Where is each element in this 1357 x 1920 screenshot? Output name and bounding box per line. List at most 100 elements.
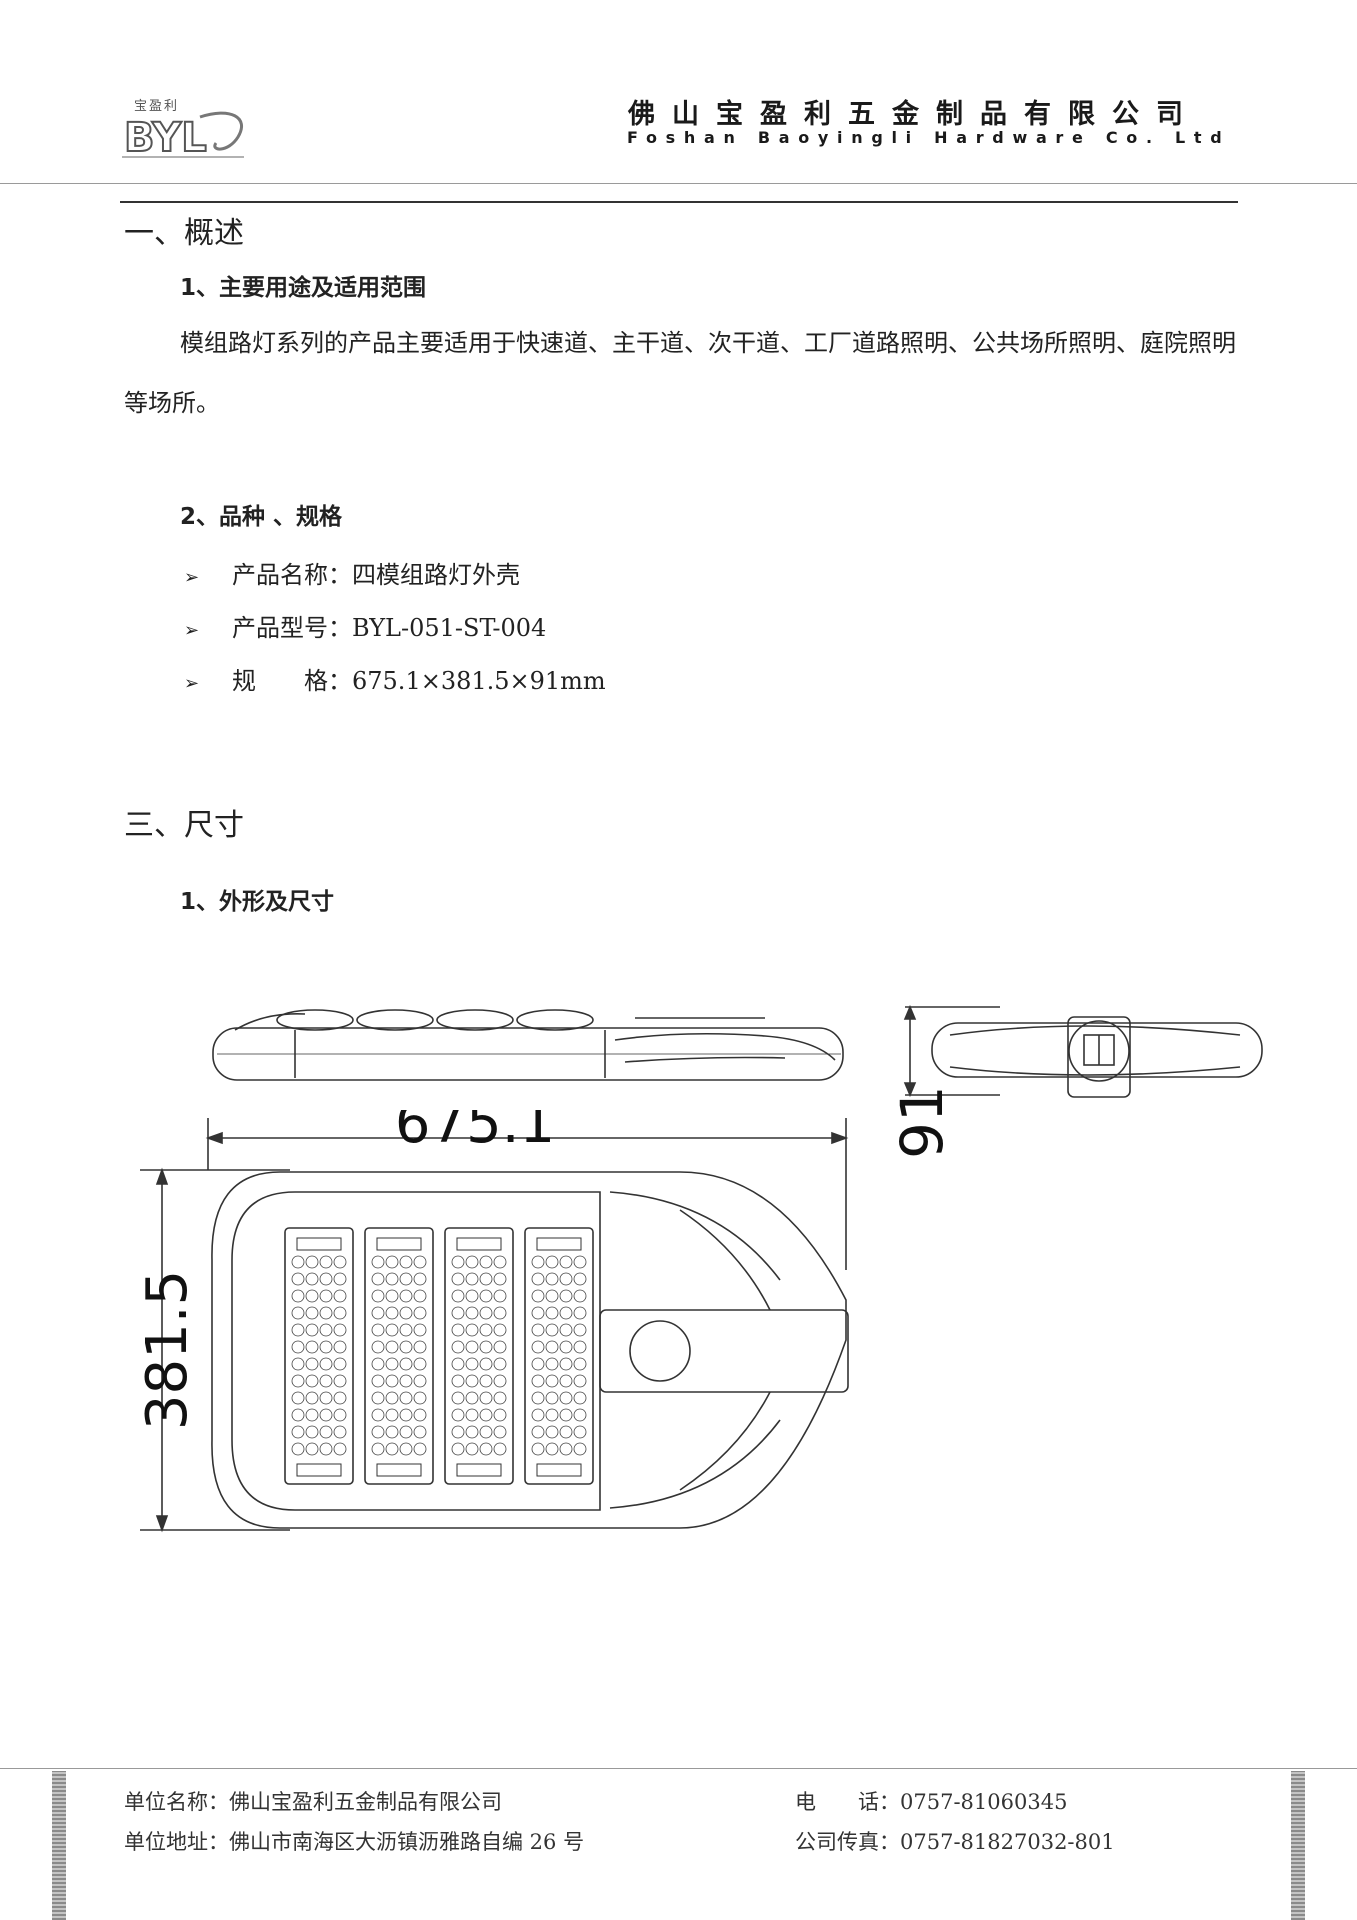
logo-small-text: 宝盈利 <box>134 99 180 114</box>
led-lens <box>465 1374 479 1388</box>
led-lens <box>413 1391 427 1405</box>
led-lens <box>385 1340 399 1354</box>
led-lens <box>531 1255 545 1269</box>
led-lens <box>385 1442 399 1456</box>
led-lens <box>371 1306 385 1320</box>
led-lens <box>451 1306 465 1320</box>
footer-company: 单位名称：佛山宝盈利五金制品有限公司 <box>124 1786 502 1816</box>
led-lens <box>305 1357 319 1371</box>
led-lens <box>573 1289 587 1303</box>
led-lens <box>291 1272 305 1286</box>
spec-label: 产品名称： <box>232 561 352 589</box>
led-lens <box>479 1391 493 1405</box>
led-lens <box>559 1425 573 1439</box>
led-lens <box>333 1408 347 1422</box>
led-lens <box>559 1340 573 1354</box>
led-lens <box>333 1323 347 1337</box>
led-lens <box>291 1408 305 1422</box>
footer-address: 单位地址：佛山市南海区大沥镇沥雅路自编 26 号 <box>124 1826 584 1856</box>
led-lens <box>451 1357 465 1371</box>
led-lens <box>531 1340 545 1354</box>
led-lens <box>319 1374 333 1388</box>
led-lens <box>531 1306 545 1320</box>
led-lens <box>333 1306 347 1320</box>
section-heading-dimensions: 三、尺寸 <box>124 808 244 843</box>
led-lens <box>399 1272 413 1286</box>
led-lens <box>305 1408 319 1422</box>
led-lens <box>465 1272 479 1286</box>
led-lens <box>531 1408 545 1422</box>
footer-fax: 公司传真：0757-81827032-801 <box>795 1826 1115 1856</box>
led-lens <box>371 1272 385 1286</box>
dimension-width-label: 381.5 <box>135 1270 200 1430</box>
led-lens <box>451 1323 465 1337</box>
led-lens <box>479 1340 493 1354</box>
led-lens <box>291 1442 305 1456</box>
led-lens <box>493 1408 507 1422</box>
top-view-drawing: 675.1 381.5 <box>135 1110 849 1533</box>
led-lens <box>399 1374 413 1388</box>
led-lens <box>305 1323 319 1337</box>
led-lens <box>451 1272 465 1286</box>
led-lens <box>371 1357 385 1371</box>
led-lens <box>545 1391 559 1405</box>
led-lens <box>573 1408 587 1422</box>
led-lens <box>371 1391 385 1405</box>
led-lens <box>319 1306 333 1320</box>
led-lens <box>371 1408 385 1422</box>
led-lens <box>291 1391 305 1405</box>
led-lens <box>319 1323 333 1337</box>
led-lens <box>305 1374 319 1388</box>
led-lens <box>559 1408 573 1422</box>
led-lens <box>531 1289 545 1303</box>
subheading-specs: 2、品种 、规格 <box>180 504 343 530</box>
led-lens <box>399 1255 413 1269</box>
led-lens <box>479 1425 493 1439</box>
footer-address-value: 佛山市南海区大沥镇沥雅路自编 26 号 <box>229 1830 585 1854</box>
led-lens <box>573 1340 587 1354</box>
led-lens <box>545 1408 559 1422</box>
led-lens <box>559 1272 573 1286</box>
led-lens <box>559 1323 573 1337</box>
led-lens <box>413 1323 427 1337</box>
led-lens <box>333 1425 347 1439</box>
led-lens <box>545 1425 559 1439</box>
led-lens <box>531 1323 545 1337</box>
led-lens <box>385 1425 399 1439</box>
led-lens <box>399 1306 413 1320</box>
spec-item-name: ➢产品名称：四模组路灯外壳 <box>184 555 520 590</box>
led-lens <box>413 1425 427 1439</box>
led-lens <box>479 1357 493 1371</box>
bullet-arrow-icon: ➢ <box>184 673 200 694</box>
led-lens <box>493 1255 507 1269</box>
led-lens <box>451 1425 465 1439</box>
led-lens <box>545 1272 559 1286</box>
led-lens <box>385 1323 399 1337</box>
led-lens <box>319 1255 333 1269</box>
led-lens <box>451 1340 465 1354</box>
led-lens <box>559 1289 573 1303</box>
led-lens <box>531 1374 545 1388</box>
led-lens <box>413 1408 427 1422</box>
led-lens <box>545 1374 559 1388</box>
led-lens <box>465 1340 479 1354</box>
led-lens <box>319 1391 333 1405</box>
led-lens <box>493 1374 507 1388</box>
led-lens <box>451 1255 465 1269</box>
led-lens <box>333 1272 347 1286</box>
led-lens <box>413 1340 427 1354</box>
led-lens <box>545 1306 559 1320</box>
footer-address-label: 单位地址： <box>124 1830 229 1854</box>
led-lens <box>413 1374 427 1388</box>
led-lens <box>559 1306 573 1320</box>
led-lens <box>465 1442 479 1456</box>
led-lens <box>291 1425 305 1439</box>
led-lens <box>465 1391 479 1405</box>
spec-value: 675.1×381.5×91mm <box>352 667 606 695</box>
footer-fax-label: 公司传真： <box>795 1830 900 1854</box>
header-rule <box>120 201 1238 203</box>
led-lens <box>451 1374 465 1388</box>
led-lens <box>479 1289 493 1303</box>
led-lens <box>573 1306 587 1320</box>
company-name-cn: 佛山宝盈利五金制品有限公司 <box>628 99 1200 130</box>
